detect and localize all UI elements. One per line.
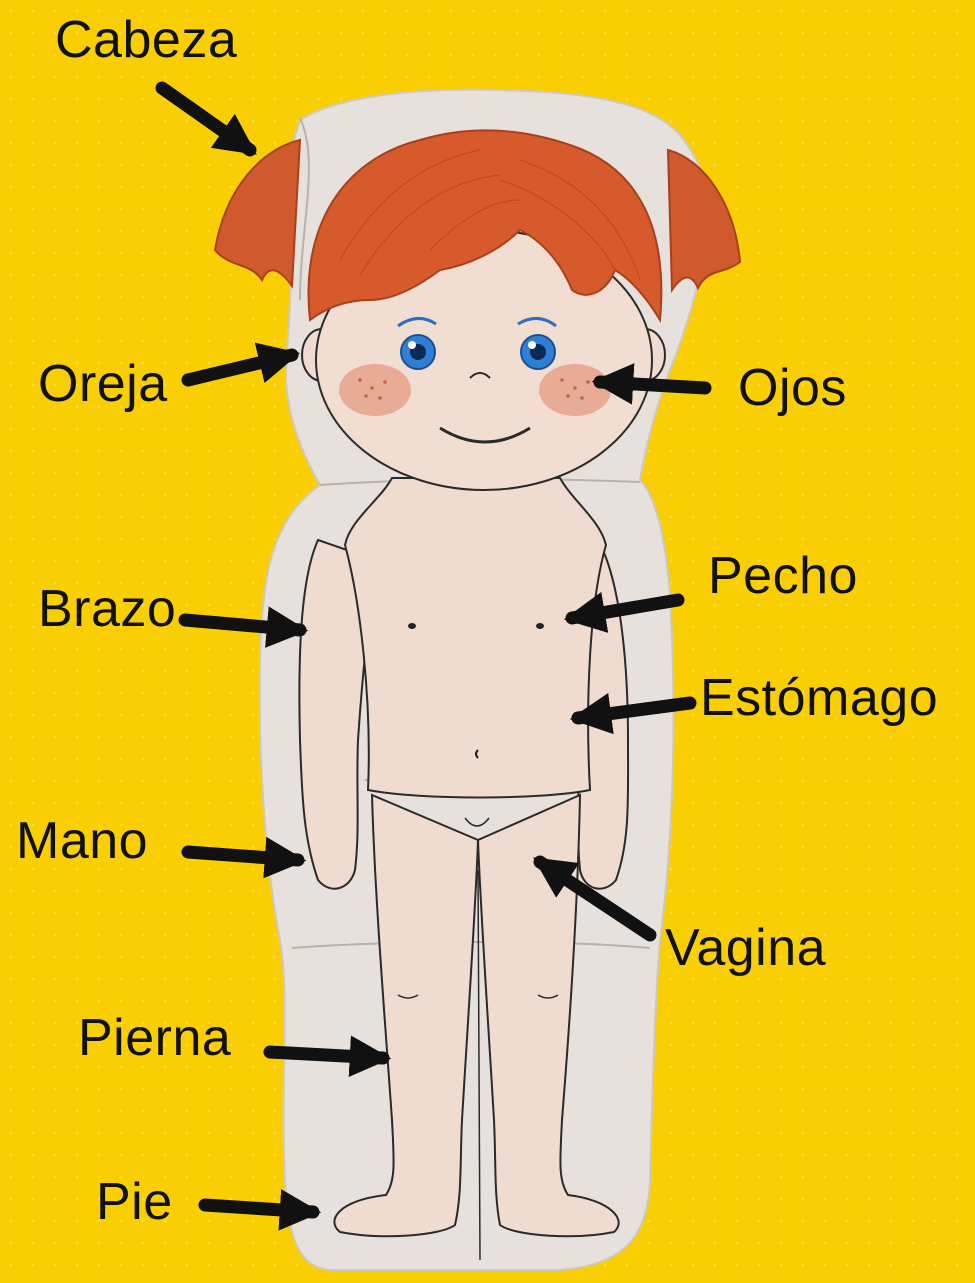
- arrow-pierna: [270, 1052, 383, 1058]
- label-brazo: Brazo: [38, 583, 176, 635]
- hair-pigtail-right: [668, 150, 740, 290]
- label-pecho: Pecho: [708, 550, 858, 602]
- label-pie: Pie: [96, 1176, 173, 1228]
- arrow-oreja: [188, 355, 292, 380]
- hair-pigtail-left: [215, 140, 300, 286]
- label-vagina: Vagina: [665, 922, 826, 974]
- arrow-cabeza: [162, 88, 250, 150]
- left-cheek: [339, 364, 411, 416]
- torso: [345, 478, 606, 798]
- label-estomago: Estómago: [700, 672, 938, 724]
- label-ojos: Ojos: [738, 362, 847, 414]
- label-cabeza: Cabeza: [55, 14, 237, 66]
- left-nipple: [408, 623, 416, 629]
- label-pierna: Pierna: [78, 1012, 231, 1064]
- label-oreja: Oreja: [38, 358, 168, 410]
- right-cheek: [539, 364, 611, 416]
- right-nipple: [536, 623, 544, 629]
- arrow-ojos: [600, 382, 705, 388]
- arrow-mano: [188, 852, 298, 860]
- label-mano: Mano: [16, 815, 148, 867]
- arrow-pie: [205, 1205, 313, 1212]
